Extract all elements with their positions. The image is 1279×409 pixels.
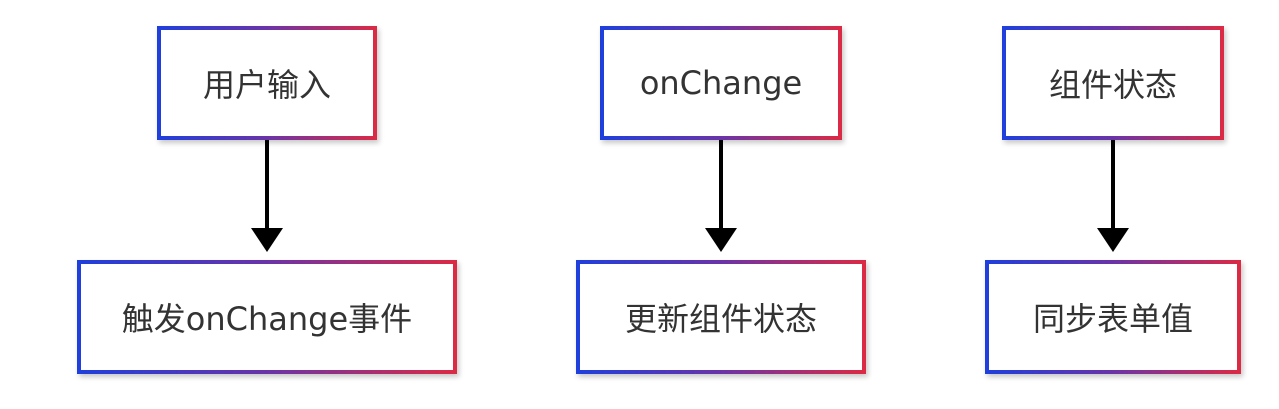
node-label: 触发onChange事件 xyxy=(121,300,413,338)
node-sync-form-value: 同步表单值 xyxy=(985,260,1241,374)
node-onchange: onChange xyxy=(600,26,842,140)
arrow-3 xyxy=(1097,140,1129,252)
arrow-1 xyxy=(251,140,283,252)
node-user-input: 用户输入 xyxy=(157,26,377,140)
arrow-2 xyxy=(705,140,737,252)
node-label: 同步表单值 xyxy=(1032,300,1193,338)
node-label: 组件状态 xyxy=(1048,66,1177,104)
node-update-component-state: 更新组件状态 xyxy=(576,260,866,374)
node-label: 更新组件状态 xyxy=(624,300,817,338)
node-label: 用户输入 xyxy=(202,66,331,104)
node-component-state: 组件状态 xyxy=(1002,26,1224,140)
node-label: onChange xyxy=(639,64,803,102)
node-trigger-onchange-event: 触发onChange事件 xyxy=(77,260,457,374)
